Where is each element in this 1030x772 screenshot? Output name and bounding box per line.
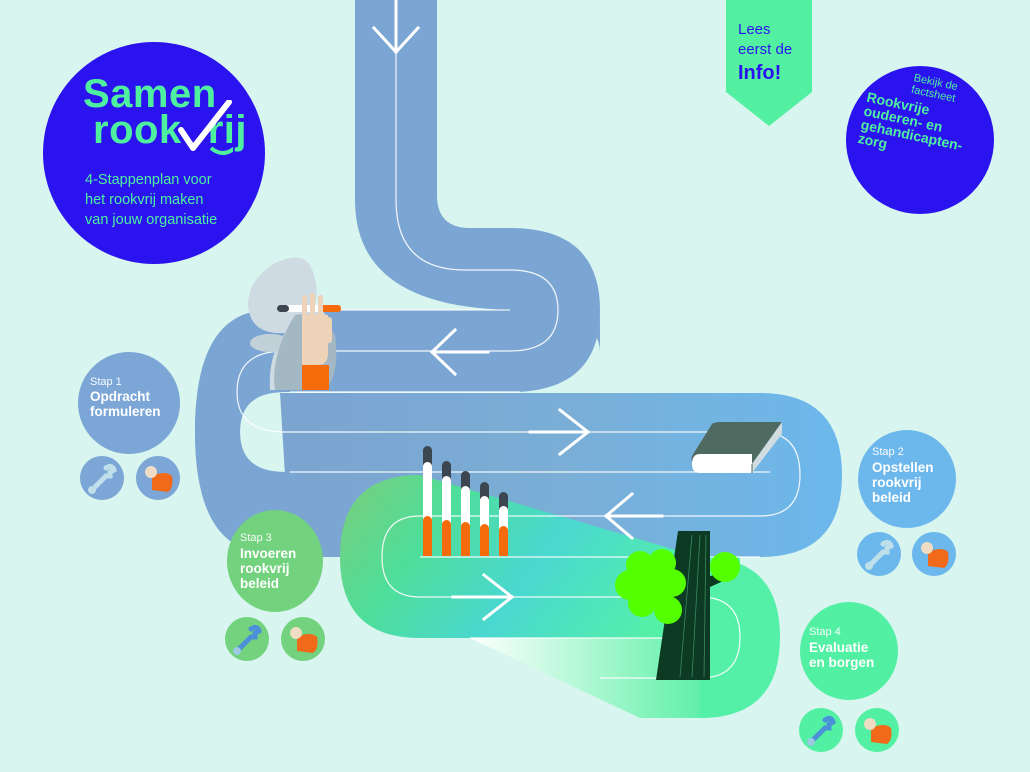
arrow-right-icon-2 [451,572,515,622]
banner-shape [726,0,812,126]
info-line2: eerst de [738,41,793,58]
cigarette-bar [423,446,432,556]
strong-arm-icon [290,627,318,653]
step-1-button[interactable]: Stap 1 Opdracht formuleren [78,352,180,454]
arrow-down-icon [371,0,421,55]
cigarette-bar [499,492,508,556]
step-3-title: Invoeren rookvrij beleid [240,546,297,591]
step-2-button[interactable]: Stap 2 Opstellen rookvrij beleid [858,430,956,528]
strong-arm-icon [145,466,173,492]
info-banner-button[interactable]: Lees eerst de Info! [726,0,812,126]
cigarette-bar [480,482,489,556]
step-1-title: Opdracht formuleren [90,389,161,419]
logo-subtitle: 4-Stappenplan voor het rookvrij maken va… [85,172,218,228]
step-2-motivation-button[interactable] [912,532,956,576]
cigarette-bar [442,461,451,556]
tree-icon [615,531,740,680]
arrow-left-icon-1 [429,327,490,377]
cigarette-bars-icon [423,446,508,556]
info-line1: Lees [738,21,771,38]
step-2-tools-button[interactable] [857,532,901,576]
wrench-icon [865,539,895,570]
step-1-tools-button[interactable] [80,456,124,500]
wrench-icon [233,624,263,655]
factsheet-button[interactable]: Bekijk de factsheet Rookvrije ouderen- e… [846,66,994,214]
wrench-icon [88,463,118,494]
step-1-motivation-button[interactable] [136,456,180,500]
step-4-tools-button[interactable] [799,708,843,752]
step-2-label: Stap 2 [872,446,904,458]
strong-arm-icon [921,542,949,568]
step-4-label: Stap 4 [809,626,841,638]
logo-title-line1: Samen [83,72,217,116]
checkmark-icon [178,100,233,155]
cigarette-bar [461,471,470,556]
step-3-button[interactable]: Stap 3 Invoeren rookvrij beleid [227,510,323,612]
hand-with-cigarette-icon [248,257,341,390]
step-4-button[interactable]: Stap 4 Evaluatie en borgen [800,602,898,700]
book-icon [691,422,782,473]
arrow-left-icon-2 [603,491,664,541]
strong-arm-icon [864,718,892,744]
arrow-right-icon-1 [528,407,591,457]
step-4-motivation-button[interactable] [855,708,899,752]
step-3-motivation-button[interactable] [281,617,325,661]
step-3-label: Stap 3 [240,532,272,544]
step-3-tools-button[interactable] [225,617,269,661]
wrench-icon [807,715,837,746]
step-1-label: Stap 1 [90,376,122,388]
step-4-title: Evaluatie en borgen [809,640,875,670]
step-2-title: Opstellen rookvrij beleid [872,460,934,505]
info-line3: Info! [738,62,782,84]
